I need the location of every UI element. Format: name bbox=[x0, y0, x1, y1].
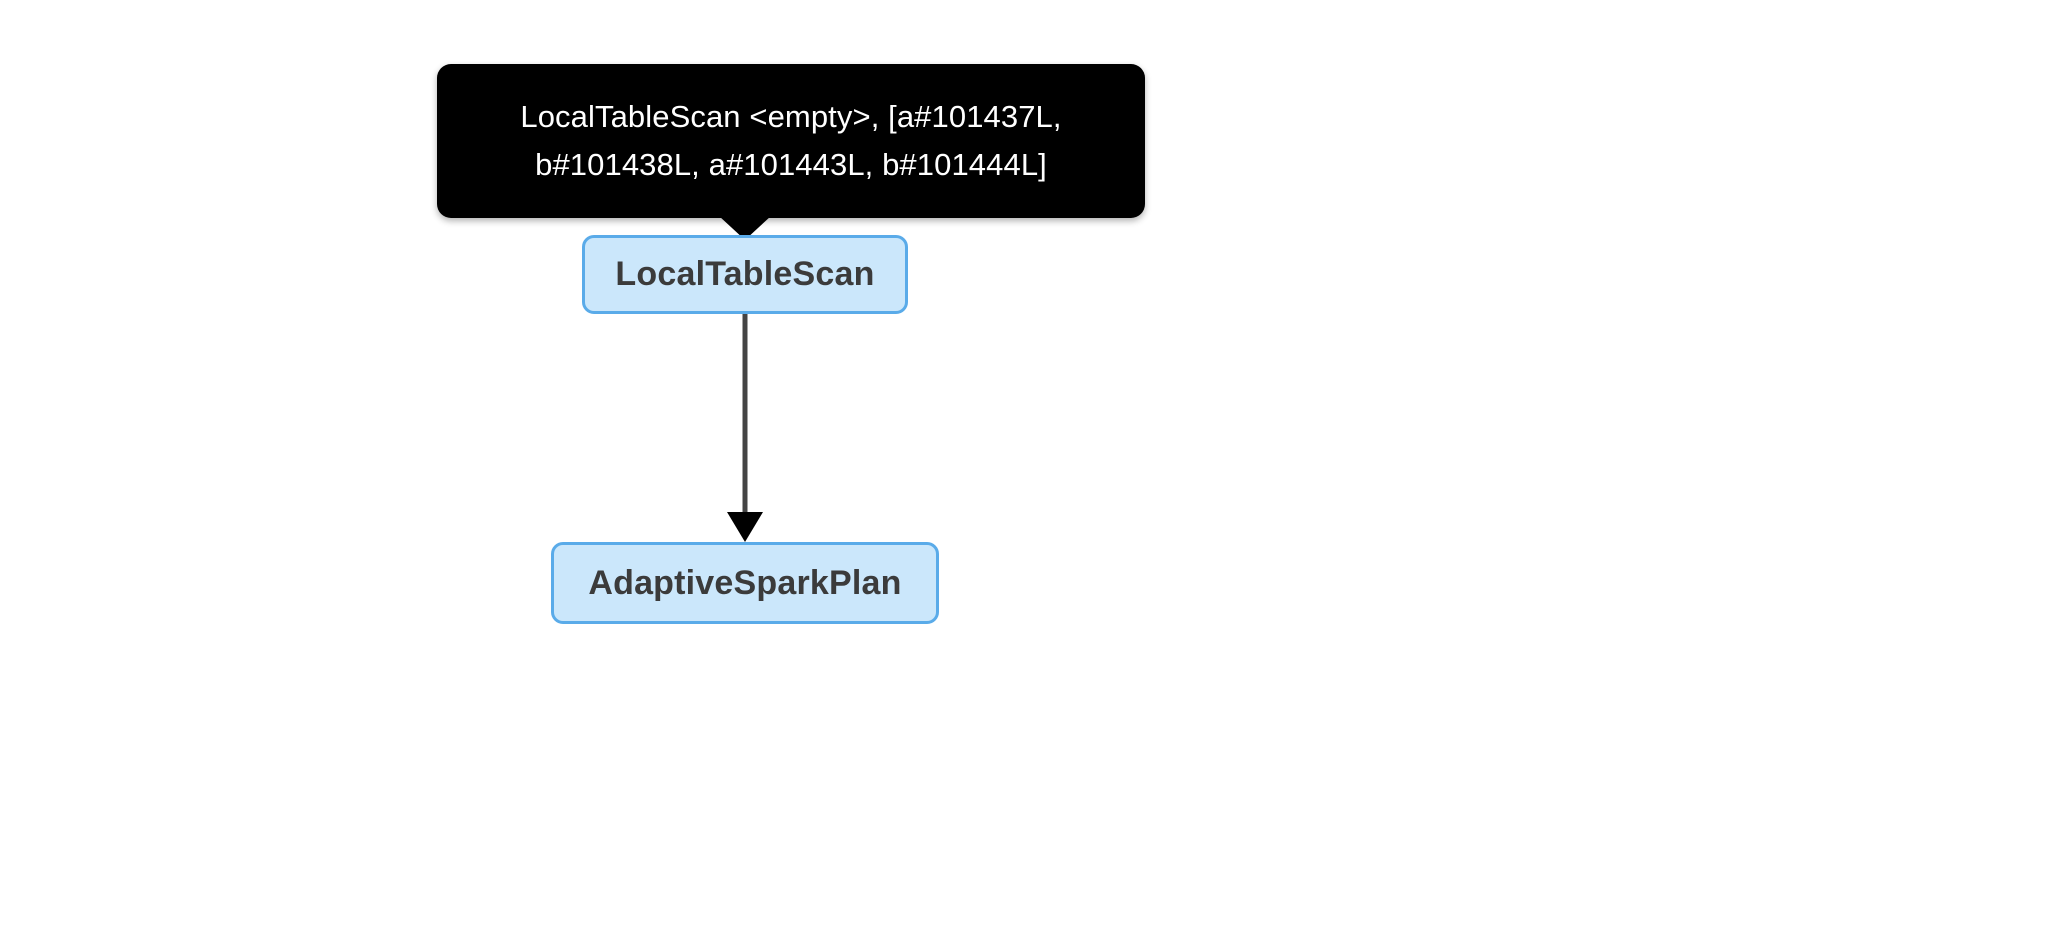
plan-node-localtablescan[interactable]: LocalTableScan bbox=[582, 235, 908, 314]
plan-node-label: LocalTableScan bbox=[615, 255, 875, 293]
tooltip-line-2: b#101438L, a#101443L, b#101444L] bbox=[535, 147, 1047, 182]
plan-node-label: AdaptiveSparkPlan bbox=[588, 563, 902, 602]
plan-details-tooltip: LocalTableScan <empty>, [a#101437L, b#10… bbox=[437, 64, 1145, 218]
tooltip-line-1: LocalTableScan <empty>, [a#101437L, bbox=[520, 99, 1062, 134]
plan-node-adaptivesparkplan[interactable]: AdaptiveSparkPlan bbox=[551, 542, 939, 624]
edge-arrowhead-icon bbox=[727, 512, 763, 542]
edge-localtablescan-to-adaptivesparkplan bbox=[727, 314, 763, 542]
